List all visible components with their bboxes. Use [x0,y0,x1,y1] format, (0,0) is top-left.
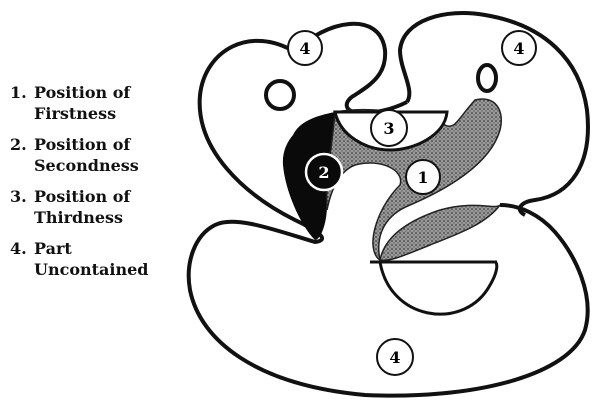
small-loop-left [266,81,294,109]
svg-text:3: 3 [383,119,394,138]
diagram-svg: 4 4 3 2 1 4 [175,0,605,404]
legend-number: 1. [10,82,34,124]
legend-item-thirdness: 3. Position of Thirdness [10,186,175,228]
svg-text:4: 4 [513,39,524,58]
small-loop-right [478,65,496,91]
legend-text: Part Uncontained [34,238,148,280]
lower-interior-circle [380,262,497,314]
label-secondness: 2 [306,154,342,190]
legend-text: Position of Thirdness [34,186,130,228]
legend-item-secondness: 2. Position of Secondness [10,134,175,176]
label-firstness: 1 [406,160,440,194]
label-uncontained-bottom: 4 [377,339,413,375]
label-uncontained-top-left: 4 [288,31,322,65]
label-uncontained-top-right: 4 [502,31,536,65]
legend: 1. Position of Firstness 2. Position of … [10,82,175,290]
svg-text:2: 2 [318,163,329,182]
svg-text:4: 4 [299,39,310,58]
legend-number: 3. [10,186,34,228]
legend-number: 2. [10,134,34,176]
legend-item-firstness: 1. Position of Firstness [10,82,175,124]
svg-text:1: 1 [417,168,428,187]
borromean-diagram: 4 4 3 2 1 4 [175,0,605,404]
legend-text: Position of Secondness [34,134,139,176]
legend-text: Position of Firstness [34,82,130,124]
legend-number: 4. [10,238,34,280]
legend-item-uncontained: 4. Part Uncontained [10,238,175,280]
lower-curl [380,205,500,260]
label-thirdness: 3 [371,110,407,146]
svg-text:4: 4 [389,348,400,367]
